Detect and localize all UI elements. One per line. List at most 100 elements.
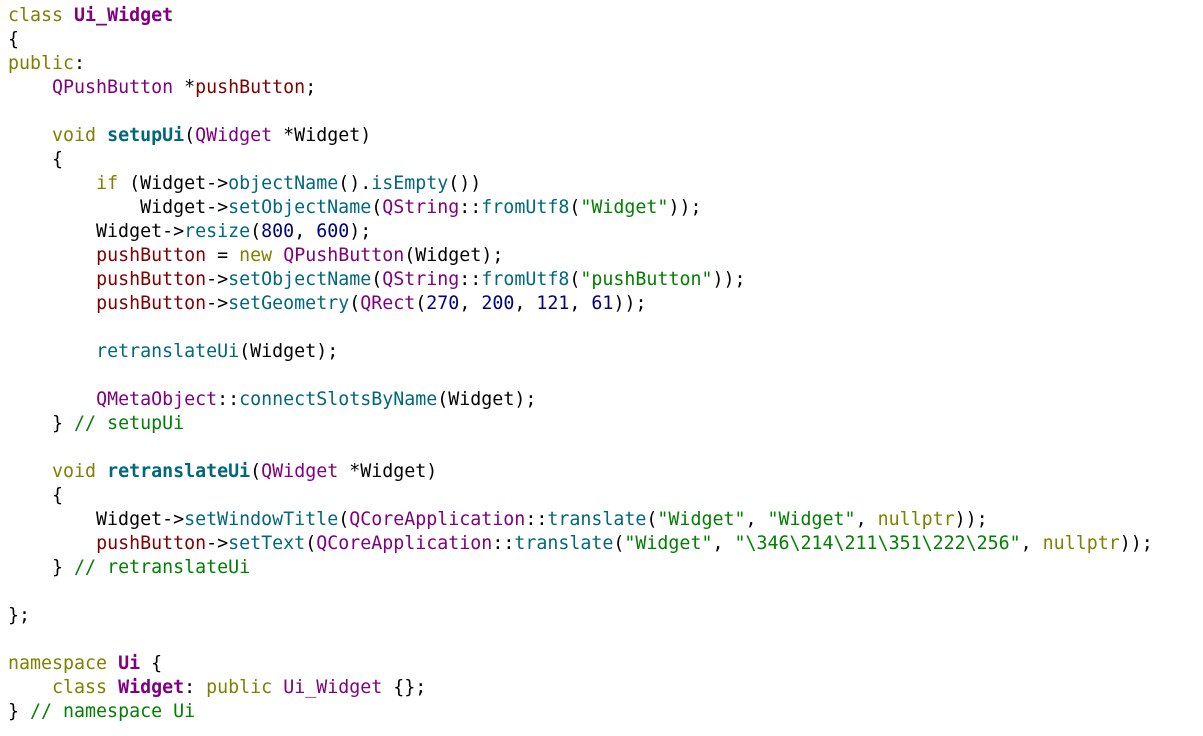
code-token: // namespace Ui [30,701,196,722]
code-token: QCoreApplication [316,533,493,554]
code-token: pushButton [96,293,207,314]
code-token: , [459,293,482,314]
code-token: (Widget-> [118,173,229,194]
code-token: Ui [118,653,141,674]
code-token [8,389,96,410]
code-token [8,77,52,98]
code-token: Widget-> [8,197,229,218]
code-text[interactable]: class Ui_Widget { public: QPushButton *pus… [8,4,1153,724]
code-token: ; [305,77,317,98]
code-line: QPushButton *pushButton; [8,76,1153,100]
code-token: setText [228,533,306,554]
code-token: { [8,485,64,506]
code-token: setupUi [107,125,185,146]
code-token: ( [646,509,658,530]
code-token: :: [525,509,548,530]
code-token: , [294,221,317,242]
code-line: QMetaObject::connectSlotsByName(Widget); [8,388,1153,412]
code-token: namespace [8,653,119,674]
code-token: } [8,701,31,722]
code-token: *Widget) [338,461,438,482]
code-line: { [8,484,1153,508]
code-token: (). [338,173,372,194]
code-line: pushButton->setGeometry(QRect(270, 200, … [8,292,1153,316]
code-token: setObjectName [228,269,372,290]
code-token: QString [382,269,460,290]
code-token: new [239,245,273,266]
code-token: QString [382,197,460,218]
code-token: -> [206,533,229,554]
code-token [8,245,96,266]
code-line: Widget->setWindowTitle(QCoreApplication:… [8,508,1153,532]
code-line: } // setupUi [8,412,1153,436]
code-line: if (Widget->objectName().isEmpty()) [8,172,1153,196]
code-token: 800 [261,221,295,242]
code-token: public [8,53,75,74]
code-line: pushButton->setText(QCoreApplication::tr… [8,532,1153,556]
code-token [8,461,52,482]
code-token: (Widget); [404,245,504,266]
code-token [8,269,96,290]
code-token: 200 [481,293,515,314]
code-token: ( [613,533,625,554]
code-token: void [52,125,108,146]
code-token: // setupUi [74,413,185,434]
code-line: } // namespace Ui [8,700,1153,724]
code-token: "Widget" [657,509,746,530]
code-token: )); [1119,533,1153,554]
code-token: ( [569,269,581,290]
code-token: )); [712,269,746,290]
code-token: -> [206,293,229,314]
code-token: ( [250,221,262,242]
code-token: } [8,413,75,434]
code-token: )); [954,509,988,530]
code-token: isEmpty [371,173,449,194]
code-token: , [712,533,735,554]
code-token: , [855,509,878,530]
code-line: public: [8,52,1153,76]
code-token: ( [371,197,383,218]
code-line: void setupUi(QWidget *Widget) [8,124,1153,148]
code-line [8,364,1153,388]
code-token: connectSlotsByName [239,389,438,410]
code-line [8,580,1153,604]
code-token: "Widget" [624,533,713,554]
code-token: : [74,53,86,74]
code-token: }; [8,605,31,626]
code-token: { [140,653,163,674]
code-token: :: [217,389,240,410]
code-token: pushButton [96,533,207,554]
code-line: Widget->resize(800, 600); [8,220,1153,244]
code-token: Ui_Widget [283,677,383,698]
code-token [8,533,96,554]
code-token: fromUtf8 [481,197,570,218]
code-token: pushButton [96,245,207,266]
code-token: void [52,461,108,482]
code-line: }; [8,604,1153,628]
code-token: ); [349,221,372,242]
code-token: {}; [382,677,427,698]
code-token: 600 [316,221,350,242]
code-token: } [8,557,75,578]
code-token: setObjectName [228,197,372,218]
code-token: , [569,293,592,314]
code-token: class [52,677,119,698]
code-token: if [96,173,119,194]
code-token: QCoreApplication [349,509,526,530]
code-line: class Widget: public Ui_Widget {}; [8,676,1153,700]
code-token: ( [184,125,196,146]
code-token: :: [492,533,515,554]
code-token: QPushButton [52,77,174,98]
code-token [8,341,96,362]
code-token: ( [338,509,350,530]
code-token: (Widget); [239,341,339,362]
code-token: QWidget [261,461,339,482]
code-token: ( [569,197,581,218]
code-token: : [184,677,207,698]
code-token: ( [349,293,361,314]
code-token: QWidget [195,125,273,146]
code-token: pushButton [96,269,207,290]
code-token [272,245,283,266]
code-token: )); [668,197,702,218]
